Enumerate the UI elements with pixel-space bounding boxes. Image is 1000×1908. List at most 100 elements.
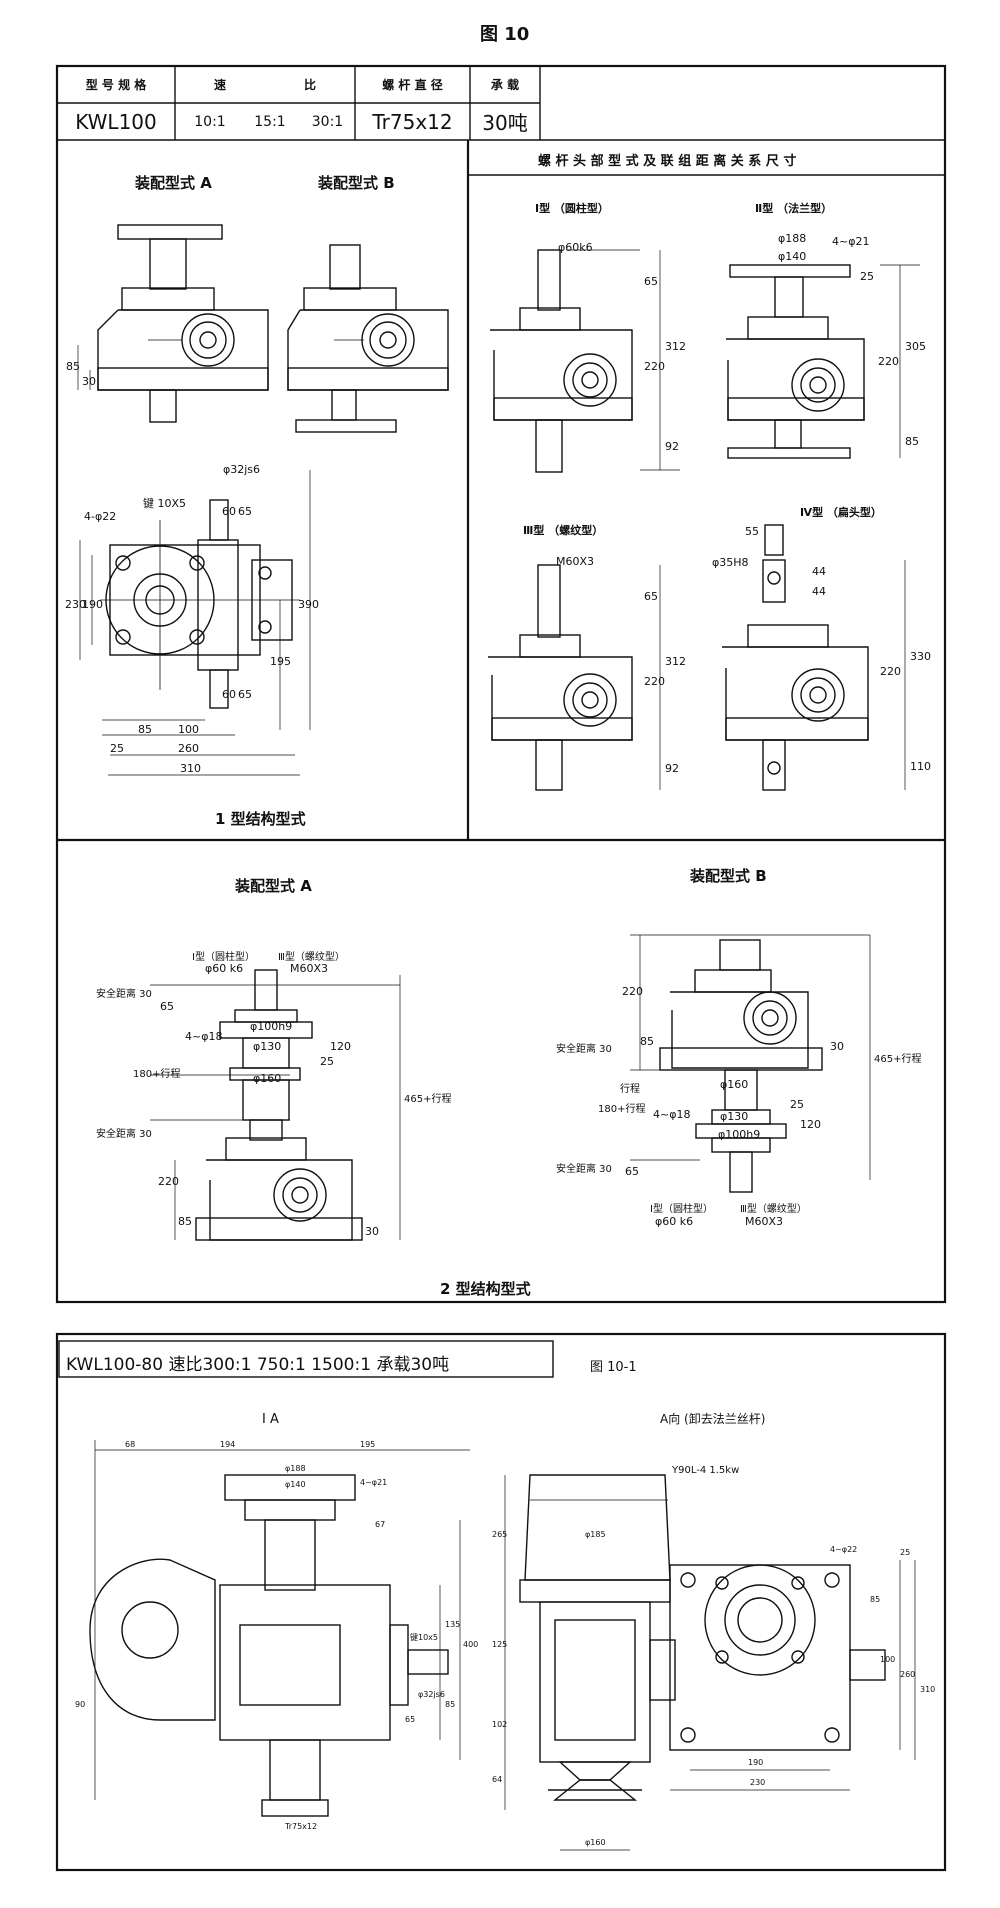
p1-jack-a <box>97 224 269 423</box>
p2-t4-dim-44-b: 44 <box>812 585 826 598</box>
p3b-65: 65 <box>625 1165 639 1178</box>
p2-t2-dim-220: 220 <box>878 355 899 368</box>
p3-assembly-a-label: 装配型式 A <box>235 877 312 895</box>
p2-t1-dim-312: 312 <box>665 340 686 353</box>
bottom-fig-label: 图 10-1 <box>590 1360 637 1375</box>
br-dim-265: 265 <box>492 1530 508 1539</box>
table-ratio-30: 30:1 <box>311 113 344 130</box>
p2-title: 螺 杆 头 部 型 式 及 联 组 距 离 关 系 尺 寸 <box>538 154 797 169</box>
p2-t2-dim-holes: 4~φ21 <box>832 235 870 248</box>
p3b-safe1: 安全距离 30 <box>556 1044 612 1055</box>
bl-dim-thread: Tr75x12 <box>285 1822 318 1831</box>
p2-t1-dim-92: 92 <box>665 440 679 453</box>
br-dim-85: 85 <box>870 1595 881 1604</box>
p3b-100h9: φ100h9 <box>718 1128 761 1141</box>
bottom-view-left: I A <box>262 1412 279 1427</box>
bottom-view-right: A向 (卸去法兰丝杆) <box>660 1412 766 1426</box>
p2-t2-dim-85: 85 <box>905 435 919 448</box>
p2-t4-dim-110: 110 <box>910 760 931 773</box>
p3b-safe2: 安全距离 30 <box>556 1164 612 1175</box>
br-dim-102: 102 <box>492 1720 508 1729</box>
p3b-120: 120 <box>800 1118 821 1131</box>
br-dim-64: 64 <box>492 1775 503 1784</box>
p2-t2-dim-305: 305 <box>905 340 926 353</box>
p2-type1-jack <box>490 249 680 473</box>
p3b-160: φ160 <box>720 1078 749 1091</box>
p3a-m60: M60X3 <box>290 962 329 975</box>
p3-jack-b <box>630 934 871 1193</box>
p1-assembly-b-label: 装配型式 B <box>318 174 395 192</box>
table-header-ratio-1: 速 <box>213 78 226 92</box>
p1-dim-holes: 4-φ22 <box>84 510 117 523</box>
bl-dim-68: 68 <box>125 1440 136 1449</box>
p1-dim-310: 310 <box>180 762 201 775</box>
p1-dim-25: 25 <box>110 742 124 755</box>
table-model-value: KWL100 <box>75 109 157 134</box>
p1-dim-60-top: 60 <box>222 505 236 518</box>
p1-dim-390: 390 <box>298 598 319 611</box>
p2-t3-dim-65: 65 <box>644 590 658 603</box>
p1-dim-65-bot: 65 <box>238 688 252 701</box>
p2-t4-dim-330: 330 <box>910 650 931 663</box>
bl-dim-135: 135 <box>445 1620 461 1629</box>
bl-dim-holes: 4~φ21 <box>360 1478 388 1487</box>
table-header-load: 承 载 <box>490 78 520 92</box>
p1-dim-85-bot: 85 <box>138 723 152 736</box>
p2-type2-jack <box>726 264 920 459</box>
p3a-holes: 4~φ18 <box>185 1030 223 1043</box>
table-load-value: 30吨 <box>482 111 528 135</box>
p3a-25: 25 <box>320 1055 334 1068</box>
table-header-ratio-2: 比 <box>303 78 316 92</box>
p2-t2-dim-25: 25 <box>860 270 874 283</box>
p3a-safe1: 安全距离 30 <box>96 989 152 1000</box>
p2-t4-dim-35: φ35H8 <box>712 556 749 569</box>
bl-dim-85: 85 <box>445 1700 456 1709</box>
p1-dim-230: 230 <box>65 598 86 611</box>
br-dim-190: 190 <box>748 1758 764 1767</box>
p3a-85: 85 <box>178 1215 192 1228</box>
p3a-130: φ130 <box>253 1040 282 1053</box>
p3-assembly-b-label: 装配型式 B <box>690 867 767 885</box>
p3a-dia60: φ60 k6 <box>205 962 244 975</box>
p3-caption: 2 型结构型式 <box>440 1280 531 1298</box>
bl-dim-188: φ188 <box>285 1464 306 1473</box>
p3b-220: 220 <box>622 985 643 998</box>
bl-dim-90: 90 <box>75 1700 86 1709</box>
p3a-type3: Ⅲ型（螺纹型） <box>278 952 345 963</box>
p3b-465: 465+行程 <box>874 1054 922 1065</box>
p2-t1-dim-65: 65 <box>644 275 658 288</box>
br-dim-260: 260 <box>900 1670 916 1679</box>
bottom-right-view <box>504 1474 916 1851</box>
bottom-header: KWL100-80 速比300:1 750:1 1500:1 承载30吨 <box>66 1355 450 1375</box>
br-dim-25: 25 <box>900 1548 911 1557</box>
p2-type3-jack <box>488 564 661 791</box>
p1-dim-shaft-dia: φ32js6 <box>223 463 261 476</box>
p3a-65: 65 <box>160 1000 174 1013</box>
p2-t4-dim-55: 55 <box>745 525 759 538</box>
p3b-stroke: 行程 <box>620 1084 640 1095</box>
p3b-type3: Ⅲ型（螺纹型） <box>740 1204 807 1215</box>
p3b-85: 85 <box>640 1035 654 1048</box>
figure-title: 图 10 <box>480 24 530 45</box>
p1-jack-b <box>287 244 449 433</box>
p3b-type1: Ⅰ型（圆柱型） <box>650 1204 713 1215</box>
p3a-100h9: φ100h9 <box>250 1020 293 1033</box>
br-dim-310: 310 <box>920 1685 936 1694</box>
p2-type3-label: Ⅲ型 （螺纹型） <box>523 524 604 537</box>
p3a-type1: Ⅰ型（圆柱型） <box>192 952 255 963</box>
p1-caption: 1 型结构型式 <box>215 810 306 828</box>
bottom-motor-label: Y90L-4 1.5kw <box>672 1465 740 1476</box>
bl-dim-67: 67 <box>375 1520 386 1529</box>
p3b-130: φ130 <box>720 1110 749 1123</box>
p2-t4-dim-220: 220 <box>880 665 901 678</box>
bl-dim-140: φ140 <box>285 1480 306 1489</box>
table-screw-value: Tr75x12 <box>372 109 453 134</box>
bl-dim-65: 65 <box>405 1715 416 1724</box>
br-dim-160: φ160 <box>585 1838 606 1847</box>
p2-t2-dim-140: φ140 <box>778 250 807 263</box>
p1-plan-view <box>100 499 300 709</box>
